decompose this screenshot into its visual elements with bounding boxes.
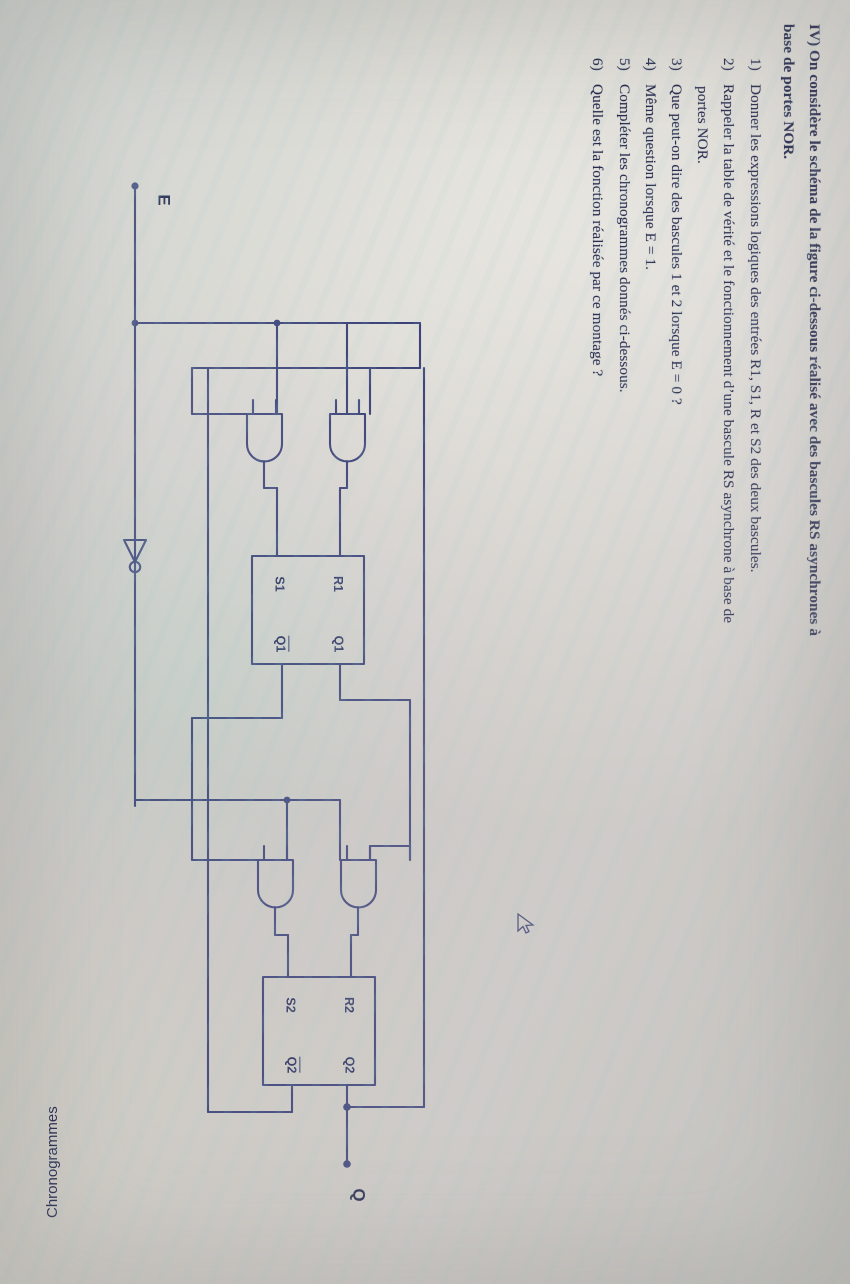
question-2-cont-text: portes NOR.: [694, 86, 712, 164]
question-1-text: Donner les expressions logiques des entr…: [746, 84, 764, 573]
question-2: 2) Rappeler la table de vérité et le fonc…: [720, 58, 738, 1264]
question-2-continued: portes NOR.: [694, 86, 712, 1264]
mouse-cursor-icon: [517, 912, 535, 934]
terminal-q: [343, 1160, 351, 1168]
question-5-text: Compléter les chronogrammes donnés ci-de…: [615, 84, 633, 393]
output-label-q: Q: [349, 1188, 369, 1202]
question-3-number: 3): [667, 58, 685, 71]
inverter-triangle: [122, 538, 148, 564]
ff1-pin-r1: R1: [330, 576, 345, 592]
ff2-pin-qbar2: Q2: [284, 1057, 298, 1074]
question-4-text: Même question lorsque E = 1.: [641, 84, 659, 270]
intro-line-2: base de portes NOR.: [779, 24, 797, 160]
question-6-text: Quelle est la fonction réalisée par ce m…: [589, 84, 607, 377]
question-4-number: 4): [641, 58, 659, 71]
exercise-text-block: IV) On considère le schéma de la figure c…: [579, 24, 823, 1264]
and-gate-c-body: [256, 858, 295, 909]
question-5-number: 5): [615, 58, 633, 71]
and-gate-b-body: [328, 412, 367, 463]
ff1-qbar-text: Q1: [273, 635, 288, 653]
ff2-pin-s2: S2: [283, 997, 298, 1013]
spacer: [763, 24, 770, 1264]
question-3-text: Que peut-on dire des bascules 1 et 2 lor…: [667, 84, 685, 405]
question-1: 1) Donner les expressions logiques des en…: [746, 58, 764, 1264]
ff2-pin-r2: R2: [341, 997, 356, 1013]
question-2-text: Rappeler la table de vérité et le foncti…: [720, 84, 738, 624]
intro-line-2-row: base de portes NOR.: [779, 24, 797, 1264]
and-gate-a-body: [245, 412, 284, 463]
exercise-heading: IV) On considère le schéma de la figure c…: [806, 24, 823, 1264]
ff1-pin-s1: S1: [272, 576, 287, 592]
question-2-number: 2): [720, 58, 738, 71]
ff2-qbar-text: Q2: [284, 1056, 299, 1074]
question-3: 3) Que peut-on dire des bascules 1 et 2 l…: [667, 58, 685, 1264]
intro-line-1: On considère le schéma de la figure ci-d…: [806, 50, 823, 637]
ff2-pin-q2: Q2: [342, 1056, 357, 1074]
flipflop1-box: [250, 554, 366, 666]
flipflop2-box: [261, 975, 377, 1087]
ff1-pin-qbar1: Q1: [273, 636, 287, 653]
inverter-bubble: [128, 560, 142, 574]
question-6-number: 6): [589, 58, 607, 71]
node-e-top: [131, 319, 139, 327]
ff1-pin-q1: Q1: [331, 635, 346, 653]
exercise-number: IV): [806, 24, 823, 47]
terminal-e: [131, 182, 139, 190]
question-4: 4) Même question lorsque E = 1.: [641, 58, 659, 1264]
question-1-number: 1): [746, 58, 764, 71]
question-5: 5) Compléter les chronogrammes donnés ci-…: [615, 58, 633, 1264]
chronogrammes-label: Chronogrammes: [44, 1106, 61, 1218]
question-6: 6) Quelle est la fonction réalisée par ce…: [589, 58, 607, 1264]
input-label-e: E: [154, 194, 174, 206]
and-gate-d-body: [339, 858, 378, 909]
